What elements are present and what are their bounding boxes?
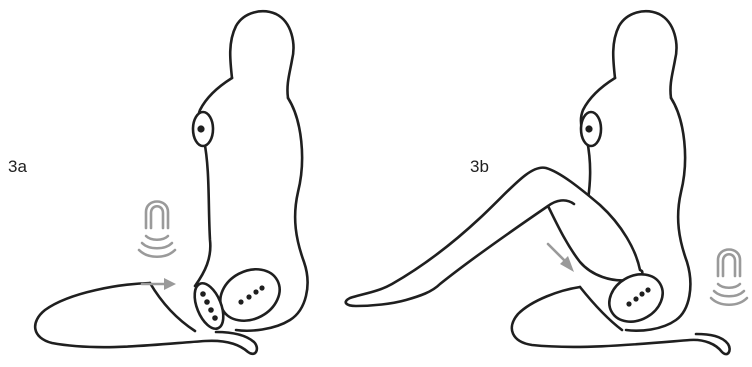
arrow-icon [142,278,176,290]
pad-dot-3b-3 [639,291,644,296]
magnet-icon [718,250,740,277]
wave-3a-3 [139,250,175,257]
figure-torso-3a [195,78,232,286]
magnet-inner-3a [151,206,163,228]
arrow-head-3a [164,278,176,290]
signal-waves-icon [711,284,747,305]
magnet-inner-3b [723,254,735,276]
wave-3b-1 [718,284,740,288]
panel-3b: 3b [346,11,747,354]
shoulder-sensor-dot-3b [585,125,592,132]
pad-dot-3b-1 [626,301,631,306]
pad-dot-3a-1 [238,299,243,304]
pad-dot-3a-2 [246,294,251,299]
figure-head-3b [613,11,676,98]
arrow-shaft-3b [548,244,566,262]
wave-3a-1 [146,236,168,240]
pad-dot-3b-2 [633,296,638,301]
wave-3b-3 [711,298,747,305]
shoulder-sensor-dot-3a [197,125,204,132]
pad-dot-3a-3 [253,289,258,294]
panel-label-3b: 3b [470,157,489,176]
pad-dot-3a-4 [259,285,264,290]
figure-leg-raised-3b [346,168,643,306]
hip-dot-3a-4 [212,315,218,321]
panel-3a: 3a [8,11,308,354]
hip-dot-3a-1 [200,291,206,297]
hip-dot-3a-3 [208,307,214,313]
seated-figure-3b [346,11,730,354]
signal-waves-icon [139,236,175,257]
seated-figure-3a [35,11,307,354]
hip-dot-3a-2 [204,299,210,305]
figure-head-3a [230,11,293,98]
panel-label-3a: 3a [8,157,27,176]
magnet-icon [146,202,168,229]
wave-3b-2 [714,291,744,296]
figure-calf-3a [150,283,195,331]
pad-dot-3b-4 [645,287,650,292]
wave-3a-2 [142,243,172,248]
